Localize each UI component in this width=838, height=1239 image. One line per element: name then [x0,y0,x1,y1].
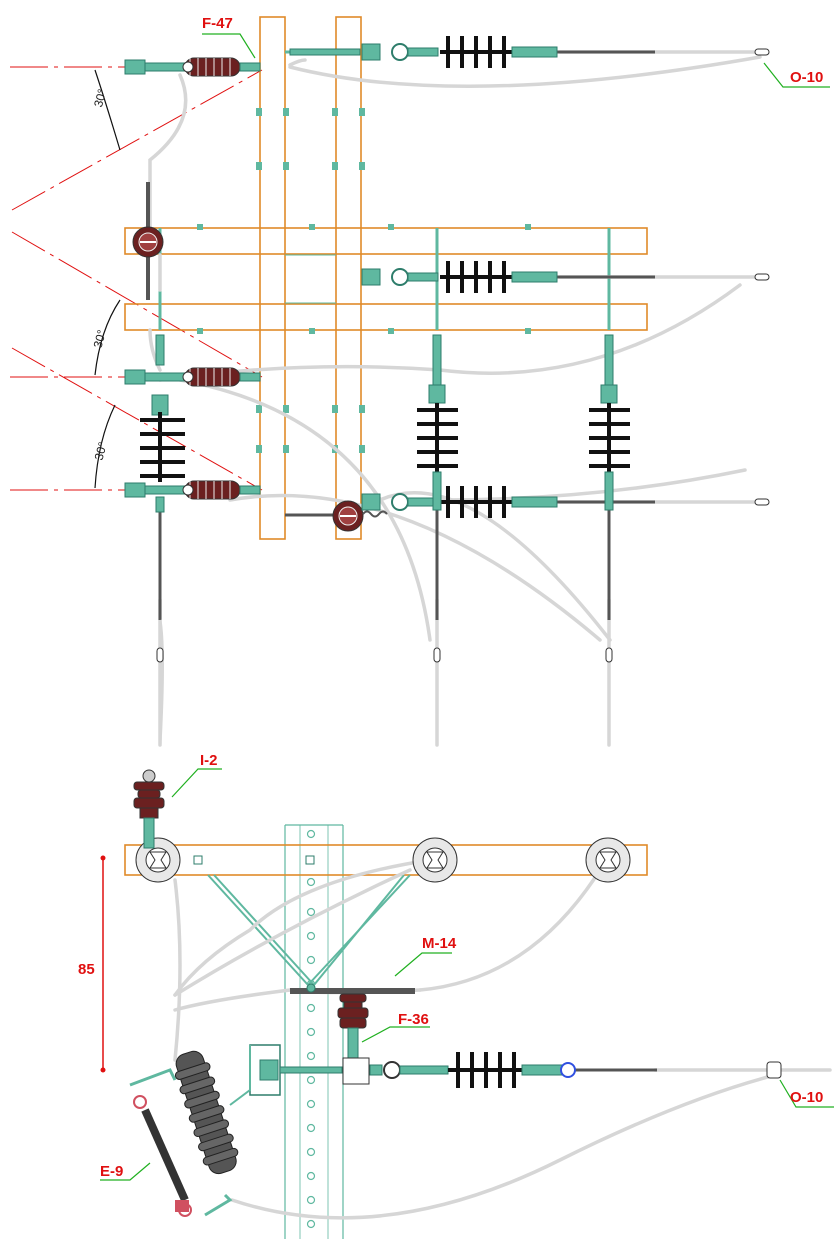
leader-m14 [394,952,452,977]
label-e9: E-9 [100,1163,123,1180]
vertical-string-mid [417,334,458,511]
crossarm-v-braces [207,874,411,986]
left-deadend-bottom [124,480,261,500]
leader-o10-bottom [779,1079,834,1108]
angle-label-3: 30° [92,440,110,461]
leader-i2 [171,768,222,798]
conductors-plan [146,50,762,747]
spool-insulator-bottom [332,500,388,532]
plan-view: 30° 30° 30° [10,15,830,747]
label-i2: I-2 [200,752,218,769]
label-f47: F-47 [202,15,233,32]
spool-insulator-left [135,837,181,883]
elevation-view: 85 I-2 M-14 F-36 E-9 O-10 [78,752,834,1239]
spool-insulator-center [412,837,458,883]
pole-right [335,16,362,540]
leader-o10-top [763,62,830,88]
dimension-value: 85 [78,961,95,978]
leader-e9 [100,1162,151,1181]
spool-insulator-right [585,837,631,883]
crossarm-lower [124,303,648,331]
crossarm-upper [124,227,648,255]
dimension-85: 85 [78,855,106,1073]
conductors-elevation [173,858,832,1220]
pin-insulator-i2 [133,769,165,849]
spool-insulator-top-left [132,226,164,258]
angle-label-1: 30° [91,87,109,108]
left-deadend-mid [124,367,261,387]
label-m14: M-14 [422,935,457,952]
angle-label-2: 30° [91,328,109,349]
deadend-elevation [249,1044,782,1096]
fuse-cutout-e9 [129,1045,251,1217]
crossarm-bolt-2 [305,855,315,865]
pole-left [259,16,286,540]
deadend-string-1 [289,36,558,68]
label-o10-top: O-10 [790,69,823,86]
steel-pole [284,824,344,1239]
vertical-string-right [589,334,630,511]
label-f36: F-36 [398,1011,429,1028]
crossarm-bolt-1 [193,855,203,865]
label-o10-bottom: O-10 [790,1089,823,1106]
deadend-string-2 [361,261,558,293]
left-deadend-top [124,57,261,77]
neutral-bracket-m14 [290,983,415,1059]
crossarm-elevation [124,844,648,876]
angle-guide-lines [10,66,263,491]
deadend-string-3 [361,486,558,518]
leader-f47 [202,33,256,59]
vertical-string-left [140,334,185,513]
dead-end-terminals [156,48,770,663]
leader-f36 [361,1026,430,1043]
angle-arcs: 30° 30° 30° [91,69,121,489]
